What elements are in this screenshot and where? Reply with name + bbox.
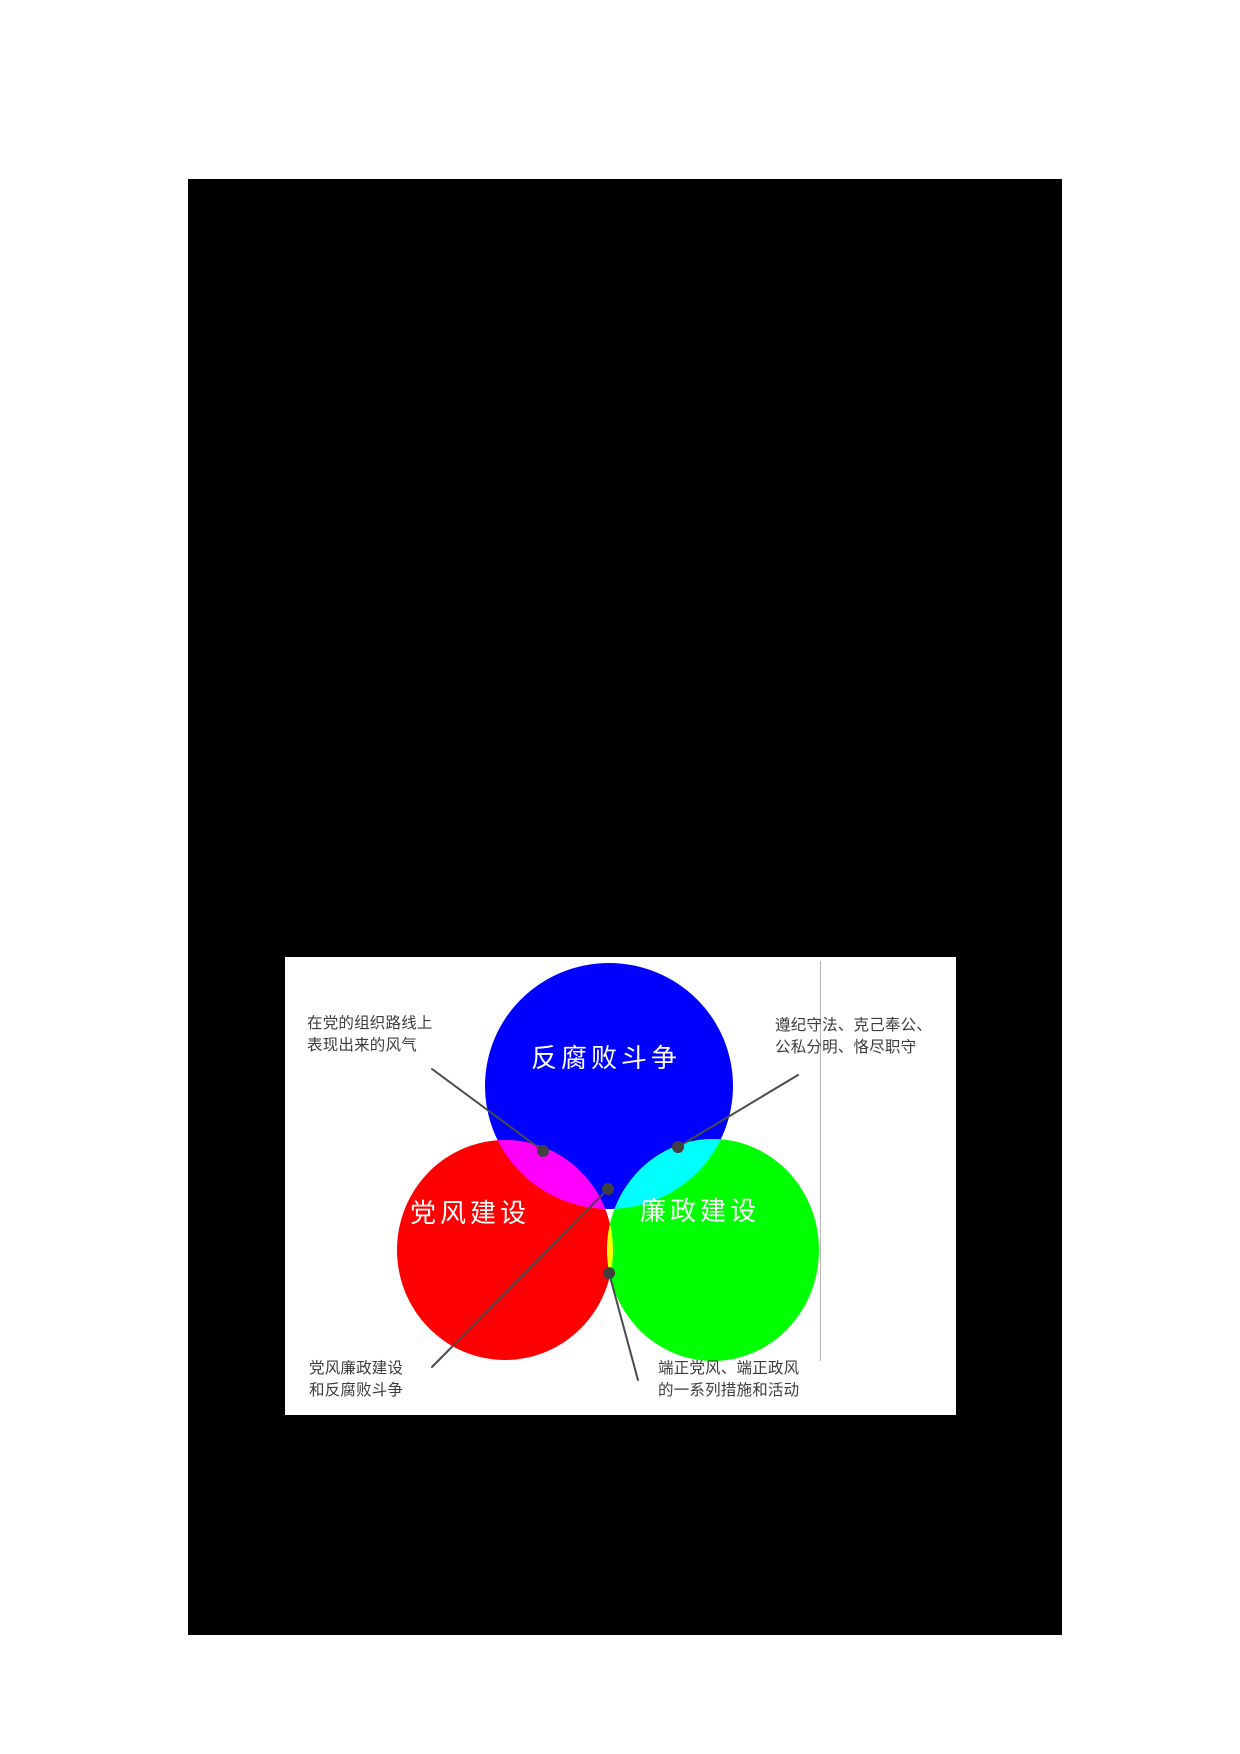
callout-bottom-left: 党风廉政建设 和反腐败斗争 <box>309 1357 403 1401</box>
dot-white <box>602 1183 614 1195</box>
dot-magenta <box>537 1145 549 1157</box>
venn-diagram-svg <box>397 963 819 1381</box>
callout-bottom-left-line2: 和反腐败斗争 <box>309 1381 404 1399</box>
circle-label-party-conduct: 党风建设 <box>410 1199 531 1229</box>
circle-label-clean-government: 廉政建设 <box>640 1197 761 1227</box>
dot-cyan <box>672 1141 684 1153</box>
vertical-divider-line <box>820 961 821 1361</box>
callout-top-left-line2: 表现出来的风气 <box>307 1036 417 1054</box>
circle-label-anti-corruption: 反腐败斗争 <box>531 1044 682 1074</box>
black-redaction-panel <box>188 179 1062 1635</box>
callout-top-left: 在党的组织路线上 表现出来的风气 <box>307 1012 433 1056</box>
callout-top-right-line1: 遵纪守法、克己奉公、 <box>775 1016 933 1034</box>
dot-yellow <box>603 1267 615 1279</box>
callout-bottom-right-line2: 的一系列措施和活动 <box>658 1381 800 1399</box>
callout-top-left-line1: 在党的组织路线上 <box>307 1014 433 1032</box>
callout-bottom-left-line1: 党风廉政建设 <box>309 1359 404 1377</box>
leader-line-top-left <box>431 1068 544 1152</box>
callout-top-right: 遵纪守法、克己奉公、 公私分明、恪尽职守 <box>775 1014 932 1058</box>
venn-diagram-figure: 反腐败斗争 党风建设 廉政建设 在党的组织路线上 表现出来的风气 遵纪守法、克己… <box>285 957 956 1415</box>
leader-line-bottom-right <box>608 1272 639 1381</box>
leader-line-bottom-left <box>431 1188 609 1368</box>
callout-top-right-line2: 公私分明、恪尽职守 <box>775 1038 917 1056</box>
cyan-overlap <box>607 1139 733 1209</box>
leader-line-top-right <box>677 1074 799 1148</box>
callout-bottom-right-line1: 端正党风、端正政风 <box>658 1359 800 1377</box>
callout-bottom-right: 端正党风、端正政风 的一系列措施和活动 <box>658 1357 799 1401</box>
magenta-overlap <box>485 1140 613 1209</box>
